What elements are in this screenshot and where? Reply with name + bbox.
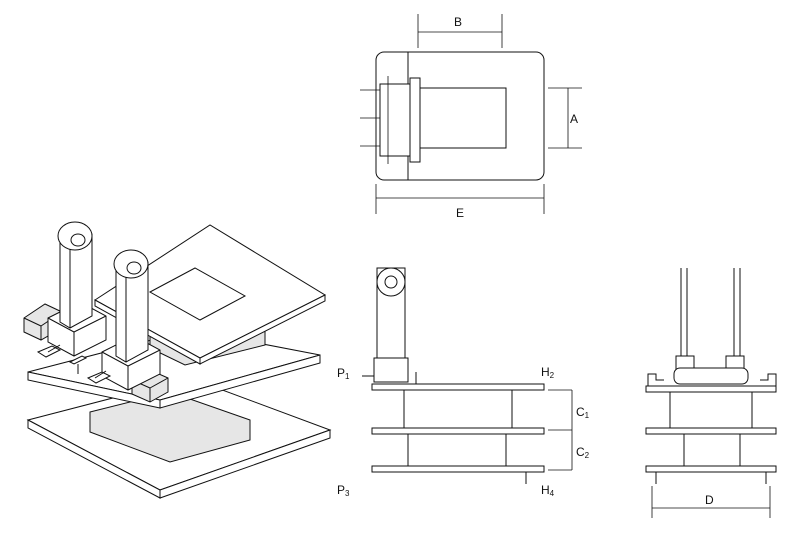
pin-label-p1: P1 <box>337 366 350 381</box>
dim-label-c1: C1 <box>576 405 590 420</box>
dim-label-d: D <box>705 493 714 507</box>
dim-label-c2: C2 <box>576 445 590 460</box>
isometric-view <box>23 221 332 499</box>
pin-label-h4: H4 <box>541 483 555 498</box>
side-view <box>362 267 573 484</box>
dim-label-a: A <box>570 112 578 126</box>
pin-label-h2: H2 <box>541 365 555 380</box>
front-view <box>645 268 777 518</box>
dim-label-e: E <box>456 206 464 220</box>
top-view <box>360 14 582 214</box>
pin-label-p3: P3 <box>337 483 350 498</box>
dim-label-b: B <box>454 15 462 29</box>
